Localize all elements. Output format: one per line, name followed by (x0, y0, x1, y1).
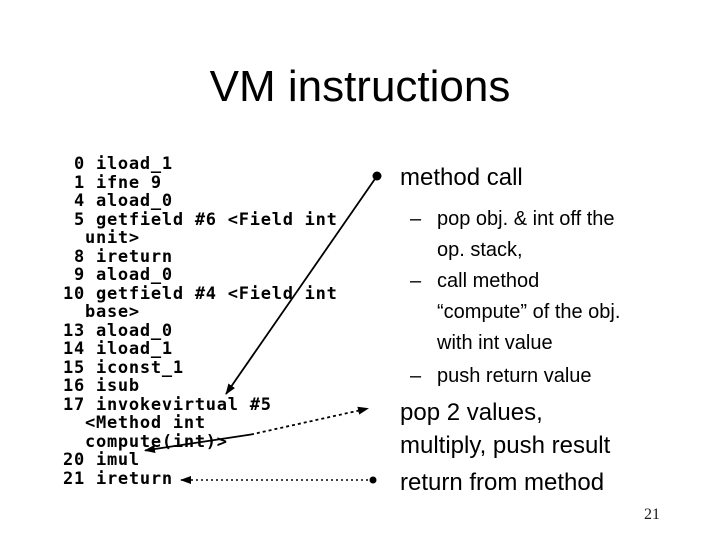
code-line: 8 ireturn (63, 246, 173, 267)
code-line: 1 ifne 9 (63, 172, 162, 193)
code-line: 15 iconst_1 (63, 357, 184, 378)
bullet-method-call: method call (400, 161, 523, 194)
bullet-line: pop 2 values, (400, 399, 543, 426)
code-line: 0 iload_1 (63, 154, 173, 174)
subbullet-line: call method (437, 270, 540, 292)
code-line: 5 getfield #6 <Field int (63, 209, 338, 230)
bullet-text: return from method (400, 469, 605, 496)
subbullet-line: pop obj. & int off the (437, 208, 615, 230)
subbullet-line: with int value (437, 332, 553, 354)
subbullet-call-method: – call method “compute” of the obj. with… (410, 266, 620, 359)
code-line: compute(int)> (63, 431, 228, 452)
dash-marker: – (410, 208, 422, 230)
code-line: 9 aload_0 (63, 265, 173, 285)
code-line: 13 aload_0 (63, 320, 173, 341)
code-line: 10 getfield #4 <Field int (63, 283, 338, 304)
code-line: <Method int (63, 413, 206, 433)
bytecode-listing: 0 iload_1 1 ifne 9 4 aload_0 5 getfield … (63, 155, 338, 488)
page-title: VM instructions (209, 62, 511, 111)
code-line: unit> (63, 228, 140, 248)
bullet-pop-two-values: pop 2 values, multiply, push result (400, 396, 610, 462)
subbullet-push-return: – push return value (410, 361, 592, 392)
bullet-return-from-method: return from method (400, 466, 604, 499)
dash-marker: – (410, 270, 422, 292)
bullet-text: method call (400, 164, 523, 191)
code-line: 16 isub (63, 376, 140, 396)
code-line: 4 aload_0 (63, 191, 173, 211)
code-line: base> (63, 302, 140, 322)
code-line: 17 invokevirtual #5 (63, 394, 272, 415)
subbullet-line: “compute” of the obj. (437, 301, 621, 323)
subbullet-pop-obj: – pop obj. & int off the op. stack, (410, 204, 615, 266)
dash-marker: – (410, 365, 422, 387)
page-number: 21 (644, 506, 660, 523)
code-line: 14 iload_1 (63, 339, 173, 359)
subbullet-line: push return value (437, 365, 592, 387)
bullet-line: multiply, push result (400, 432, 611, 459)
code-line: 21 ireturn (63, 468, 173, 489)
subbullet-line: op. stack, (437, 239, 523, 261)
code-line: 20 imul (63, 450, 140, 470)
